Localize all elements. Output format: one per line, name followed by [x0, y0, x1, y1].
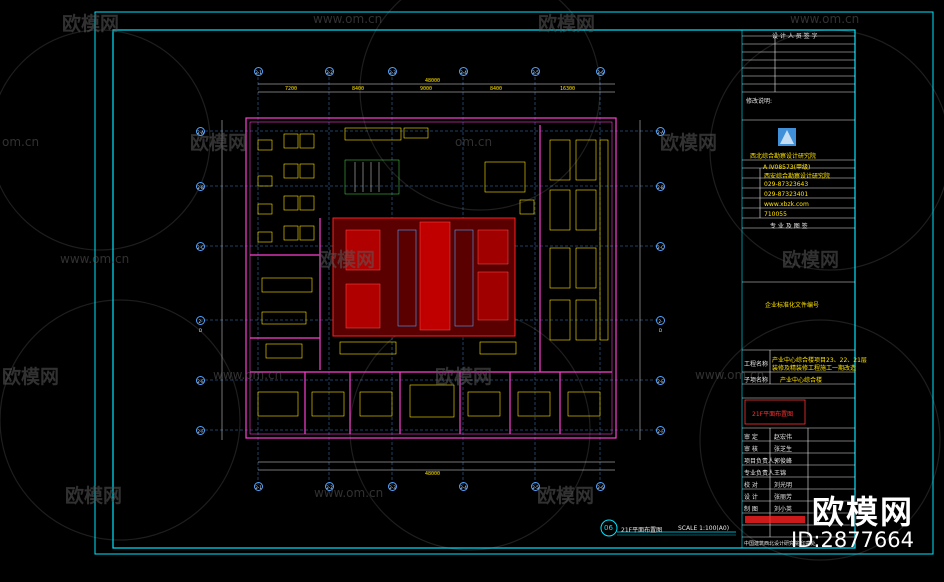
- tb-sign-role: 校 对: [744, 482, 758, 489]
- stamp-bar: [745, 516, 805, 523]
- title-block: [741, 29, 856, 549]
- grid-bubble: 2-3: [388, 482, 397, 491]
- overlay-brand: 欧模网: [811, 493, 914, 531]
- tb-sign-name: 张丽芳: [774, 494, 793, 501]
- tb-item-label: 子项名称: [744, 377, 769, 384]
- grid-bubble: 2-C: [196, 242, 205, 251]
- tb-sign-name: 郭俊峰: [774, 458, 793, 465]
- watermark-url: www.om.cn: [695, 368, 765, 382]
- outer-frame: [94, 11, 934, 555]
- grid-bubble: 2-B: [196, 182, 205, 191]
- tb-project-label: 工程名称: [744, 361, 769, 368]
- grid-bubble: 2-6: [596, 482, 605, 491]
- watermark-url: om.cn: [2, 135, 40, 149]
- tb-institute: 西北综合勘察设计研究院: [750, 153, 817, 160]
- tb-row: 029-87323643: [764, 181, 809, 188]
- tb-sign-role: 制 图: [744, 506, 758, 513]
- watermark-brand: 欧模网: [538, 13, 596, 35]
- tb-item-name: 产业中心综合楼: [780, 377, 823, 384]
- grid-bubble: 2-1: [254, 67, 263, 76]
- dimension-text: 8400: [352, 86, 365, 92]
- watermark-brand: 欧模网: [190, 132, 248, 154]
- tb-sign-role: 设 计: [744, 494, 758, 501]
- watermark-url: om.cn: [455, 135, 493, 149]
- tb-sign-role: 项目负责人: [744, 458, 775, 465]
- tb-owner-label: 企业标准化文件编号: [765, 302, 820, 309]
- tb-header: 设 计 人 员 签 字: [772, 33, 818, 40]
- grid-bubble: 2-C: [656, 242, 665, 251]
- watermark-brand: 欧模网: [537, 485, 595, 507]
- tb-sign-name: 赵宏伟: [774, 434, 793, 441]
- tb-section-label: 专 业 及 图 签: [770, 223, 808, 230]
- tb-footer: 中国建筑西北设计研究院 印章处: [744, 541, 816, 547]
- dimension-total-top: 48000: [425, 78, 441, 84]
- tb-drawing-title: 21F平面布置图: [752, 411, 794, 418]
- tb-sign-role: 审 核: [744, 446, 758, 453]
- grid-bubble: 2-F: [196, 426, 205, 435]
- overlay-id: ID:2877664: [791, 528, 914, 552]
- watermark-url: www.om.cn: [213, 368, 283, 382]
- tb-row: A Ⅳ08573(甲级): [763, 164, 811, 171]
- dimension-total-bottom: 48000: [425, 471, 441, 477]
- grid-bubble: 2-6: [596, 67, 605, 76]
- plan-title: 21F平面布置图: [621, 527, 663, 534]
- tb-sign-name: 张芝生: [774, 446, 793, 453]
- grid-bubble: 2-A: [196, 127, 205, 136]
- building-core: [332, 217, 516, 337]
- grid-bubble: 2-3: [388, 67, 397, 76]
- watermark-brand: 欧模网: [435, 366, 493, 388]
- grid-bubble: 2-A: [656, 127, 665, 136]
- grid-bubble: 2-4: [459, 482, 468, 491]
- building-walls: [245, 117, 617, 439]
- tb-row: 西安综合勘察设计研究院: [764, 173, 831, 180]
- grid-bubble: 2-2: [325, 482, 334, 491]
- watermark-brand: 欧模网: [2, 366, 60, 388]
- tb-row: www.xbzk.com: [764, 201, 809, 208]
- watermark-url: www.om.cn: [790, 12, 860, 26]
- tb-sign-name: 刘小英: [774, 506, 793, 513]
- dimension-text: 7200: [285, 86, 298, 92]
- watermark-brand: 欧模网: [782, 249, 840, 271]
- institute-logo-mark-icon: [780, 130, 794, 144]
- plan-scale: SCALE 1:100(A0): [678, 525, 730, 532]
- dimension-text: 8400: [490, 86, 503, 92]
- drawing-title-box: [744, 399, 806, 425]
- watermark-url: www.om.cn: [60, 252, 130, 266]
- watermark-brand: 欧模网: [318, 249, 376, 271]
- grid-bubble: 2-D: [196, 316, 205, 333]
- dimension-text: 16300: [560, 86, 576, 92]
- plan-title-line: [600, 519, 736, 537]
- tb-sign-name: 刘光明: [774, 482, 793, 489]
- grid-bubble: 2-E: [656, 376, 665, 385]
- watermark-brand: 欧模网: [660, 132, 718, 154]
- tb-sign-name: 王锦: [774, 470, 787, 477]
- grid-bubble: 2-B: [656, 182, 665, 191]
- grid-bubble: 2-1: [254, 482, 263, 491]
- tb-project-name2: 装修及精装修工程施工一期改造: [772, 365, 857, 372]
- tb-row: 710055: [764, 211, 787, 218]
- dimension-text: 9000: [420, 86, 433, 92]
- grid-bubble: 2-5: [531, 67, 540, 76]
- watermark-url: www.om.cn: [313, 12, 383, 26]
- tb-sign-role: 专业负责人: [744, 470, 775, 477]
- furniture: [257, 127, 609, 418]
- grid-bubble: 2-5: [531, 482, 540, 491]
- grid-bubble: 2-2: [325, 67, 334, 76]
- grid-bubble: 2-D: [656, 316, 665, 333]
- stair: [344, 159, 400, 195]
- watermark-brand: 欧模网: [62, 13, 120, 35]
- tb-revision-label: 修改说明:: [746, 98, 773, 105]
- grid-bubble: 2-F: [656, 426, 665, 435]
- grid-bubble: 2-E: [196, 376, 205, 385]
- dimension-lines: [221, 83, 641, 471]
- watermark-brand: 欧模网: [65, 485, 123, 507]
- tb-project-name: 产业中心综合楼项目23、22、21层: [772, 357, 867, 364]
- grid-bubble: 2-4: [459, 67, 468, 76]
- plan-number: 06: [604, 524, 613, 532]
- tb-sign-role: 审 定: [744, 434, 758, 441]
- tb-row: 029-87323401: [764, 191, 809, 198]
